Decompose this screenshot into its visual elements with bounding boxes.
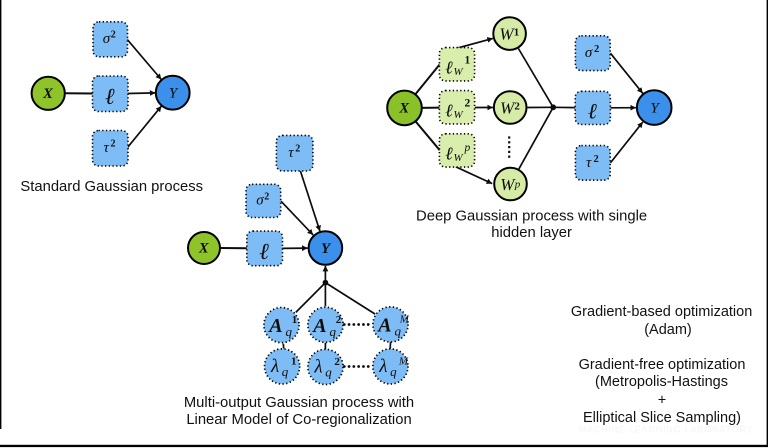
svg-text:λ: λ (313, 356, 322, 377)
svg-text:ℓ: ℓ (446, 100, 454, 120)
svg-text:Deep Gaussian process with sin: Deep Gaussian process with single (416, 208, 647, 224)
svg-text:2: 2 (336, 314, 342, 326)
svg-text:M: M (398, 355, 409, 367)
svg-text:W: W (454, 152, 464, 164)
svg-text:Y: Y (169, 86, 179, 102)
svg-text:ℓ: ℓ (588, 98, 597, 123)
svg-text:p: p (514, 178, 521, 190)
svg-text:ℓ: ℓ (446, 144, 454, 164)
svg-text:Standard Gaussian process: Standard Gaussian process (20, 179, 203, 195)
svg-text:(Adam): (Adam) (644, 322, 692, 338)
svg-text:A: A (267, 315, 282, 337)
svg-text:τ: τ (288, 145, 294, 161)
svg-text:τ: τ (586, 155, 592, 171)
svg-text:p: p (464, 142, 471, 154)
svg-text:1: 1 (514, 27, 520, 39)
svg-text:ℓ: ℓ (260, 239, 270, 264)
svg-text:X: X (398, 101, 409, 117)
svg-text:Linear Model of Co-regionaliza: Linear Model of Co-regionalization (186, 412, 411, 428)
svg-text:2: 2 (514, 101, 520, 113)
svg-text:W: W (500, 98, 516, 117)
svg-text:2: 2 (295, 144, 300, 155)
svg-text:W: W (499, 25, 515, 44)
svg-text:(Metropolis-Hastings: (Metropolis-Hastings (595, 374, 728, 390)
svg-text:2: 2 (594, 44, 599, 55)
svg-text:q: q (286, 324, 293, 339)
svg-text:W: W (500, 175, 516, 194)
svg-text:σ: σ (585, 45, 593, 61)
svg-text:2: 2 (111, 30, 116, 41)
svg-text:σ: σ (256, 193, 264, 209)
svg-text:Gradient-free optimization: Gradient-free optimization (579, 357, 746, 373)
svg-text:λ: λ (378, 356, 387, 377)
svg-text:Multi-output Gaussian process: Multi-output Gaussian process with (184, 395, 414, 411)
svg-text:q: q (390, 364, 397, 379)
svg-text:Elliptical Slice Sampling): Elliptical Slice Sampling) (583, 410, 741, 426)
svg-text:q: q (325, 364, 332, 379)
svg-text:1: 1 (292, 314, 298, 326)
svg-text:q: q (282, 364, 289, 379)
svg-text:X: X (42, 86, 53, 102)
svg-text:W: W (454, 66, 464, 78)
svg-text:ℓ: ℓ (446, 57, 454, 77)
svg-text:A: A (376, 314, 391, 336)
svg-text:1: 1 (291, 355, 297, 367)
svg-text:λ: λ (270, 356, 279, 377)
svg-text:+: + (658, 392, 666, 408)
svg-text:2: 2 (334, 356, 340, 368)
svg-text:2: 2 (264, 191, 269, 202)
svg-text:2: 2 (465, 97, 471, 109)
svg-text:Y: Y (650, 101, 660, 117)
svg-text:σ: σ (103, 31, 111, 47)
svg-text:MACHINE LEARNING LABORATORY: MACHINE LEARNING LABORATORY (579, 425, 754, 435)
svg-text:Y: Y (321, 241, 332, 257)
svg-text:ℓ: ℓ (105, 84, 115, 109)
svg-text:q: q (330, 324, 337, 339)
svg-text:Gradient-based optimization: Gradient-based optimization (571, 304, 752, 320)
svg-text:hidden layer: hidden layer (491, 225, 572, 241)
svg-text:q: q (395, 323, 402, 338)
svg-text:W: W (454, 109, 464, 121)
svg-text:A: A (311, 315, 326, 337)
svg-text:τ: τ (104, 140, 110, 156)
svg-text:M: M (399, 313, 410, 325)
svg-text:1: 1 (465, 54, 471, 66)
svg-text:X: X (198, 241, 209, 257)
svg-text:2: 2 (111, 139, 116, 150)
svg-text:2: 2 (594, 154, 599, 165)
